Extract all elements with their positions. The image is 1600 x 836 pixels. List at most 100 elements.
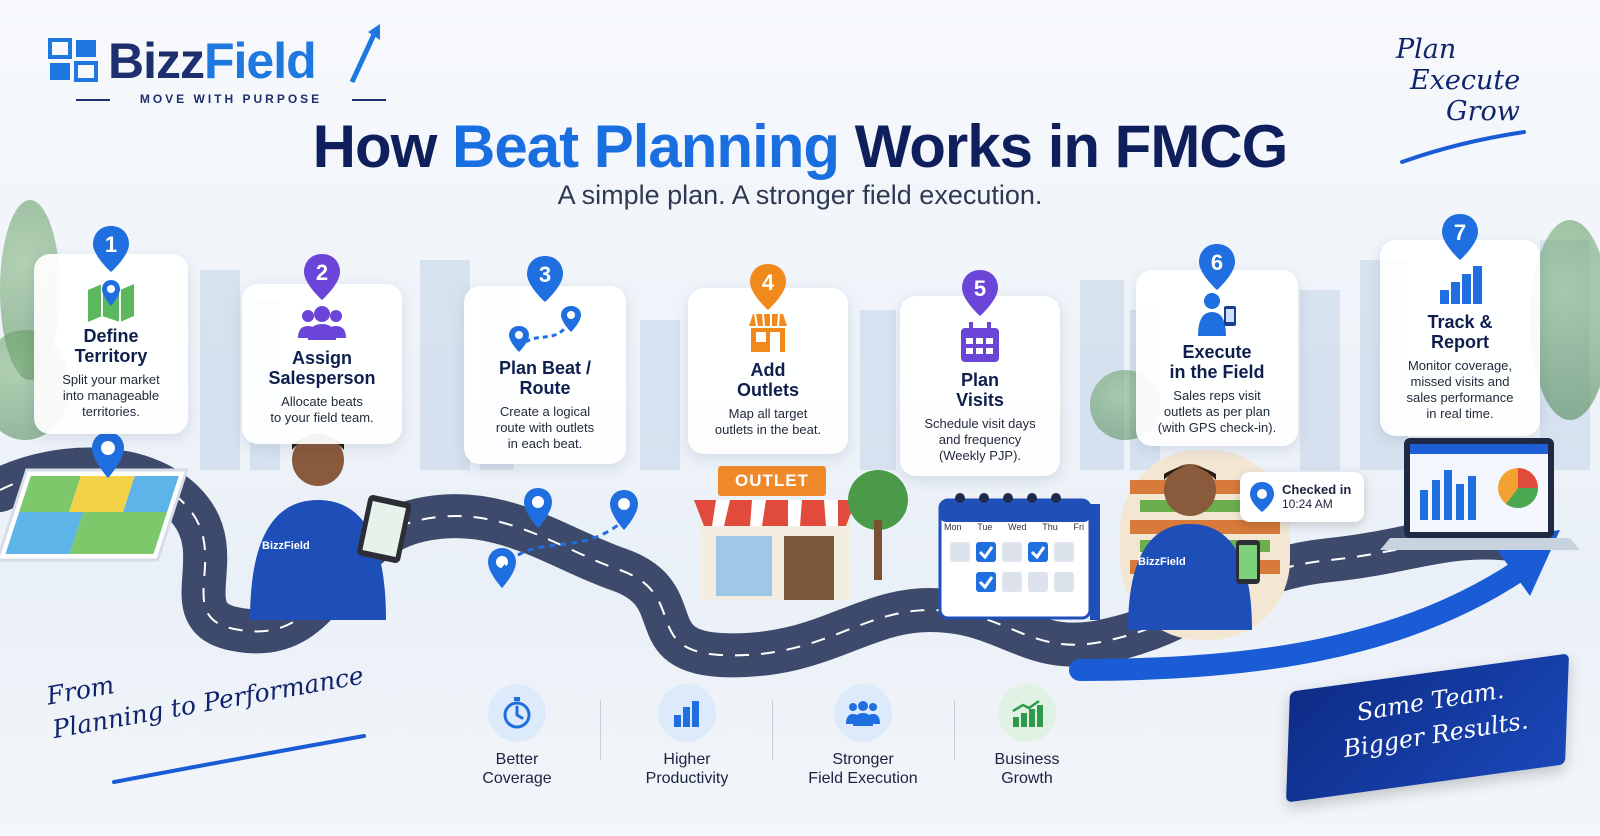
calendar-icon bbox=[961, 322, 999, 362]
stopwatch-icon bbox=[503, 697, 531, 729]
step-title-line: Plan bbox=[960, 370, 999, 390]
step-desc-line: route with outlets bbox=[495, 420, 595, 435]
field-salesperson-with-phone bbox=[1128, 464, 1260, 630]
step-title: Plan Beat / Route bbox=[464, 358, 626, 398]
map-pin-icon bbox=[92, 432, 124, 478]
step-title-line: Report bbox=[1431, 332, 1489, 352]
step-title-line: Territory bbox=[74, 346, 148, 366]
step-card-plan-visits[interactable]: 5 Plan Visits Schedule visit days and fr… bbox=[900, 270, 1060, 476]
checkin-time: 10:24 AM bbox=[1282, 497, 1333, 511]
step-card-assign-salesperson[interactable]: 2 Assign Salesperson Allocate beats to y… bbox=[242, 254, 402, 444]
brand-logo[interactable]: BizzField MOVE WITH PURPOSE bbox=[46, 24, 386, 110]
step-title: Assign Salesperson bbox=[242, 348, 402, 388]
step-desc-line: in real time. bbox=[1426, 406, 1494, 421]
benefit-label: Stronger Field Execution bbox=[788, 750, 938, 788]
step-desc-line: to your field team. bbox=[270, 410, 374, 425]
benefit-label-line: Higher bbox=[663, 751, 711, 768]
step-desc-line: (Weekly PJP). bbox=[938, 448, 1022, 463]
laptop-dashboard-illustration bbox=[1380, 438, 1580, 550]
growth-chart-icon bbox=[1012, 699, 1043, 727]
benefit-better-coverage: Better Coverage bbox=[442, 684, 592, 788]
badge-pin bbox=[93, 226, 129, 272]
step-desc-line: Schedule visit days bbox=[924, 416, 1036, 431]
step-description: Map all target outlets in the beat. bbox=[688, 406, 848, 438]
calendar-day: Mon bbox=[944, 522, 962, 532]
bar-chart-icon bbox=[674, 701, 699, 727]
step-title-line: in the Field bbox=[1169, 362, 1265, 382]
step-title-line: Outlets bbox=[736, 380, 799, 400]
step-number: 7 bbox=[1453, 220, 1467, 245]
route-pin-icon bbox=[524, 488, 552, 528]
step-desc-line: sales performance bbox=[1406, 390, 1514, 405]
step-number-badge: 2 bbox=[302, 254, 342, 300]
calendar-day: Tue bbox=[977, 522, 993, 532]
step-description: Create a logical route with outlets in e… bbox=[464, 404, 626, 452]
step-desc-line: (with GPS check-in). bbox=[1157, 420, 1277, 435]
step-description: Allocate beats to your field team. bbox=[242, 394, 402, 426]
step-number-badge: 7 bbox=[1440, 214, 1480, 260]
step-title-line: Salesperson bbox=[268, 368, 376, 388]
territory-map-tile bbox=[0, 468, 189, 562]
benefit-label: Higher Productivity bbox=[612, 750, 762, 788]
beat-route-road-illustration bbox=[0, 432, 1580, 681]
benefit-icon-circle bbox=[488, 684, 546, 742]
step-title: Plan Visits bbox=[900, 370, 1060, 410]
logo-grid-icon bbox=[48, 38, 98, 82]
step-desc-line: Sales reps visit bbox=[1173, 388, 1261, 403]
bar-chart-icon bbox=[1440, 266, 1482, 304]
step-card-track-report[interactable]: 7 Track & Report Monitor coverage, misse… bbox=[1380, 214, 1540, 436]
step-number: 6 bbox=[1210, 250, 1224, 275]
step-desc-line: missed visits and bbox=[1410, 374, 1510, 389]
benefit-label: Business Growth bbox=[952, 750, 1102, 788]
step-title-line: Track & bbox=[1427, 312, 1493, 332]
step-number-badge: 1 bbox=[91, 226, 131, 272]
step-title-line: Route bbox=[519, 378, 571, 398]
page-title: How Beat Planning Works in FMCG bbox=[0, 112, 1600, 181]
step-number: 4 bbox=[761, 270, 775, 295]
benefit-label-line: Better bbox=[495, 751, 539, 768]
tagline-swoosh bbox=[1400, 130, 1526, 164]
benefit-label-line: Field Execution bbox=[808, 770, 918, 787]
benefit-higher-productivity: Higher Productivity bbox=[612, 684, 762, 788]
step-title-line: Define bbox=[83, 326, 139, 346]
calendar-day: Wed bbox=[1008, 522, 1027, 532]
benefit-label-line: Business bbox=[994, 751, 1060, 768]
step-number: 1 bbox=[104, 232, 118, 257]
benefit-divider bbox=[954, 700, 955, 760]
step-desc-line: Monitor coverage, bbox=[1407, 358, 1513, 373]
tagline-grow: Grow bbox=[1446, 96, 1520, 127]
logo-arrow-icon bbox=[349, 24, 380, 84]
step-description: Sales reps visit outlets as per plan (wi… bbox=[1136, 388, 1298, 436]
title-part1: How bbox=[312, 113, 452, 180]
benefit-label-line: Coverage bbox=[482, 770, 552, 787]
step-description: Schedule visit days and frequency (Weekl… bbox=[900, 416, 1060, 464]
page-subtitle: A simple plan. A stronger field executio… bbox=[557, 180, 1043, 210]
step-number: 3 bbox=[538, 262, 552, 287]
calendar-day: Fri bbox=[1073, 522, 1085, 532]
step-desc-line: territories. bbox=[82, 404, 140, 419]
team-icon bbox=[298, 306, 346, 340]
field-rep-icon bbox=[1198, 293, 1236, 336]
benefit-divider bbox=[772, 700, 773, 760]
step-card-plan-beat-route[interactable]: 3 Plan Beat / Route Create a logical rou… bbox=[464, 256, 626, 464]
location-pin-icon bbox=[1250, 482, 1274, 512]
brand-name-part1: Bizz bbox=[108, 33, 205, 89]
step-title: Execute in the Field bbox=[1136, 342, 1298, 382]
benefit-icon-circle bbox=[834, 684, 892, 742]
benefit-label-line: Growth bbox=[1001, 770, 1053, 787]
step-title: Add Outlets bbox=[688, 360, 848, 400]
route-pin-icon bbox=[610, 490, 638, 530]
tagline-plan: Plan bbox=[1396, 34, 1457, 65]
benefit-label-line: Productivity bbox=[645, 770, 729, 787]
step-card-define-territory[interactable]: 1 Define Territory Split your market int… bbox=[34, 226, 188, 434]
step-desc-line: into manageable bbox=[62, 388, 160, 403]
tagline-execute: Execute bbox=[1410, 65, 1521, 96]
benefit-label: Better Coverage bbox=[442, 750, 592, 788]
benefit-stronger-field-execution: Stronger Field Execution bbox=[788, 684, 938, 788]
step-card-add-outlets[interactable]: 4 Add Outlets Map all target outlets in … bbox=[688, 264, 848, 454]
step-card-execute-in-field[interactable]: 6 Execute in the Field Sales reps visit … bbox=[1136, 244, 1298, 446]
step-desc-line: Split your market bbox=[62, 372, 160, 387]
step-title-line: Visits bbox=[956, 390, 1004, 410]
brand-tagline: MOVE WITH PURPOSE bbox=[76, 92, 386, 106]
step-desc-line: Create a logical bbox=[499, 404, 591, 419]
